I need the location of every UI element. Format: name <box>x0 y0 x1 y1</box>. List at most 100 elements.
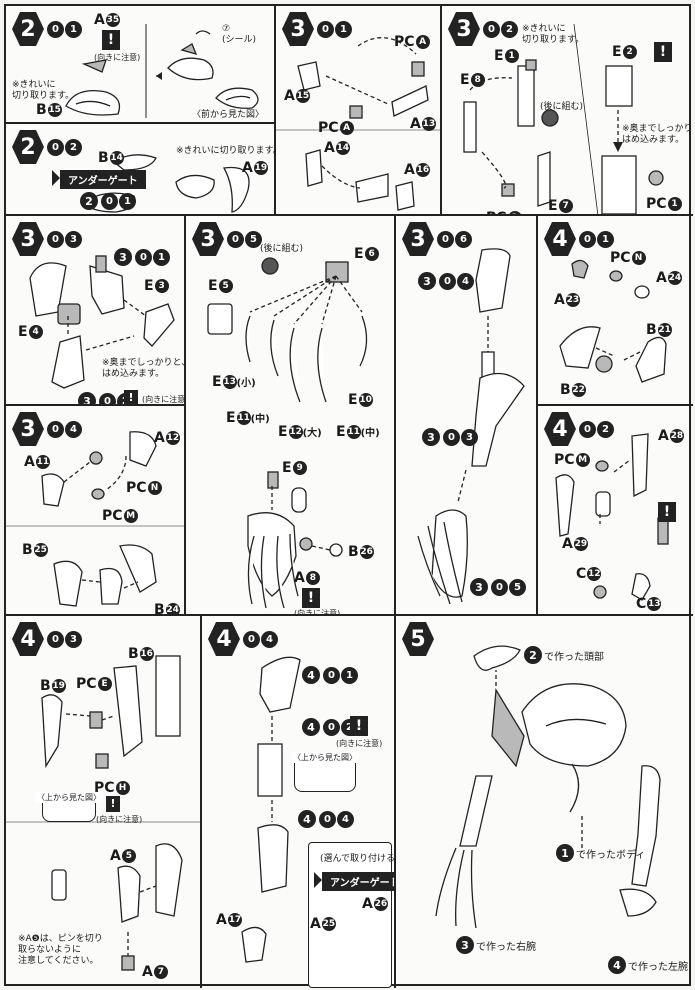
step-sub-digit: 0 <box>47 420 64 438</box>
warning-icon: ! <box>124 390 138 404</box>
step-sub-digit: 6 <box>455 230 472 248</box>
illustration-3-04 <box>6 431 184 607</box>
step-number: 3 <box>282 12 314 46</box>
illustration-5 <box>435 645 661 929</box>
illustration-4-03 <box>6 655 200 971</box>
illustration-4-01 <box>559 259 667 383</box>
illustration-3-01 <box>276 37 440 211</box>
step-number: 3 <box>192 222 224 256</box>
illustration-3-06 <box>417 248 525 605</box>
step-sub-digit: 0 <box>227 230 244 248</box>
panel-step-4-04: 4 04 401 402 ! (向きに注意) 〈上から見た図〉 404 (選んで… <box>202 616 396 988</box>
step-number: 3 <box>448 12 480 46</box>
step-sub-digit: 0 <box>579 230 596 248</box>
illustration-3-05 <box>207 257 368 609</box>
step-sub-digit: 5 <box>245 230 262 248</box>
step-number: 4 <box>208 622 240 656</box>
step-number: 5 <box>402 622 434 656</box>
warning-icon: ! <box>302 588 320 608</box>
panel-step-3-02: 3 02 E1 ※きれいに切り取ります。 E8 (後に組む) E7 PC1 E2… <box>442 6 693 216</box>
cut-clean-note: ※きれいに切り取ります。 <box>176 146 276 156</box>
illustration-3-03 <box>29 255 175 389</box>
step-sub-digit: 0 <box>47 20 64 38</box>
illustration-2-01 <box>65 24 259 118</box>
mind-direction-note: (向きに注意) <box>336 739 383 748</box>
mind-direction-note: (向きに注意) <box>142 395 186 404</box>
step-sub-digit: 2 <box>597 420 614 438</box>
step-sub-digit: 1 <box>65 20 82 38</box>
step-number: 4 <box>544 222 576 256</box>
assemble-later-note: (後に組む) <box>260 244 304 254</box>
mind-direction-note: (向きに注意) <box>96 815 143 824</box>
front-view-caption: 〈前から見た図〉 <box>192 110 265 120</box>
step-number: 2 <box>12 12 44 46</box>
mind-direction-note: (向きに注意) <box>294 609 341 616</box>
step-sub-digit: 0 <box>47 630 64 648</box>
cut-clean-note: ※きれいに切り取ります。 <box>12 80 75 101</box>
illustration-3-02 <box>463 23 664 214</box>
step-number: 4 <box>544 412 576 446</box>
warning-icon: ! <box>658 502 676 522</box>
step-number: 4 <box>12 622 44 656</box>
seal-note: ⑦(シール) <box>222 24 257 45</box>
step-sub-digit: 1 <box>597 230 614 248</box>
warning-icon: ! <box>102 30 120 50</box>
step-sub-digit: 0 <box>243 630 260 648</box>
step-badge: 5 <box>402 622 434 656</box>
press-firmly-note: ※奥までしっかりと、はめ込みます。 <box>622 124 693 145</box>
choice-box <box>308 842 392 988</box>
step-number: 2 <box>12 130 44 164</box>
part-label-pc1: PC1 <box>486 210 522 214</box>
